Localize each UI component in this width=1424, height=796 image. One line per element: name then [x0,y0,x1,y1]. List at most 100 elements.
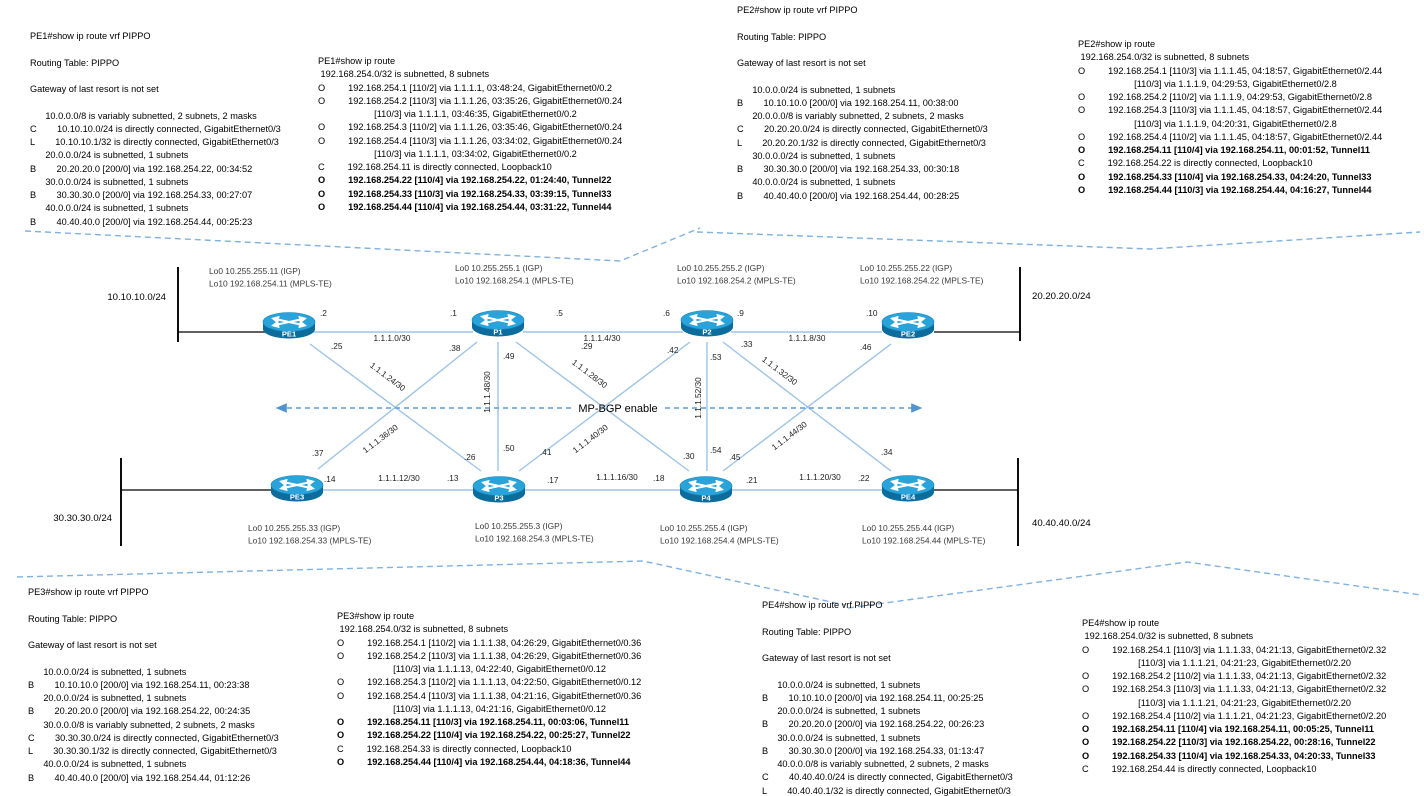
link-line [515,341,690,472]
console-line: 192.168.254.0/32 is subnetted, 8 subnets [1082,631,1254,642]
console-line [28,599,279,612]
port-label: .9 [737,308,744,318]
console-line: 10.0.0.0/24 is subnetted, 1 subnets [762,679,921,690]
net-label: 1.1.1.16/30 [596,472,638,482]
pe2-vrf-table: PE2#show ip route vrf PIPPO Routing Tabl… [737,4,988,203]
port-label: .33 [741,339,753,349]
leader-dashed-curve [24,227,701,262]
port-label: .46 [860,342,872,352]
leader-dashed-curve [847,561,1422,609]
console-line: C 192.168.254.22 is directly connected, … [1078,158,1313,169]
router-icon-p1[interactable]: P1 [471,310,525,337]
console-line: [110/3] via 1.1.1.13, 04:22:40, GigabitE… [337,664,606,674]
console-line: O 192.168.254.3 [110/2] via 1.1.1.26, 03… [318,122,623,133]
router-icon-p2[interactable]: P2 [680,310,734,337]
console-line: Routing Table: PIPPO [762,626,852,637]
console-line: [110/3] via 1.1.1.1, 03:46:35, GigabitEt… [318,109,577,119]
console-line: Gateway of last resort is not set [28,640,157,650]
console-line: B 30.30.30.0 [200/0] via 192.168.254.33,… [762,745,985,756]
router-arrows-icon [689,313,725,327]
pe1-route-table: PE1#show ip route 192.168.254.0/32 is su… [318,55,622,214]
console-line [30,43,281,56]
console-line: 10.0.0.0/8 is variably subnetted, 2 subn… [30,110,257,121]
console-line: B 40.40.40.0 [200/0] via 192.168.254.44,… [28,772,251,783]
port-label: .38 [449,343,461,353]
console-line: PE3#show ip route vrf PIPPO [28,587,149,597]
console-line: B 30.30.30.0 [200/0] via 192.168.254.33,… [30,190,253,200]
router-arrows-icon [890,315,926,329]
lan-label: 40.40.40.0/24 [1032,518,1091,529]
router-icon-pe2[interactable]: PE2 [881,312,935,339]
console-line: [110/3] via 1.1.1.9, 04:20:31, GigabitEt… [1078,118,1337,129]
port-label: .49 [503,351,515,361]
console-line: O 192.168.254.22 [110/4] via 192.168.254… [318,175,612,186]
console-line: L 30.30.30.1/32 is directly connected, G… [28,746,277,756]
console-line: B 10.10.10.0 [200/0] via 192.168.254.11,… [737,97,959,108]
link-line [722,343,892,472]
net-label: 1.1.1.48/30 [482,371,492,413]
pe4-vrf-table: PE4#show ip route vrf PIPPO Routing Tabl… [762,599,1013,796]
console-line: Routing Table: PIPPO [30,57,120,68]
console-line [28,652,279,665]
console-line: O 192.168.254.2 [110/3] via 1.1.1.26, 03… [318,95,623,106]
console-line: C 20.20.20.0/24 is directly connected, G… [737,124,988,135]
console-line: C 30.30.30.0/24 is directly connected, G… [28,732,279,743]
loopback-label: Lo0 10.255.255.4 (IGP) [660,523,748,533]
router-icon-p4[interactable]: P4 [679,476,733,503]
net-label: 1.1.1.8/30 [789,333,826,343]
loopback-label: Lo10 192.168.254.2 (MPLS-TE) [677,276,796,286]
loopback-label: Lo10 192.168.254.11 (MPLS-TE) [209,279,332,289]
console-line: B 10.10.10.0 [200/0] via 192.168.254.11,… [28,679,250,690]
console-line: O 192.168.254.11 [110/3] via 192.168.254… [337,717,629,727]
console-line: B 40.40.40.0 [200/0] via 192.168.254.44,… [737,190,960,201]
port-label: .5 [556,308,563,318]
console-line: PE4#show ip route [1082,618,1160,628]
console-line: O 192.168.254.3 [110/2] via 1.1.1.13, 04… [337,677,642,688]
net-label: 1.1.1.0/30 [374,333,411,343]
loopback-label: Lo10 192.168.254.4 (MPLS-TE) [660,536,779,546]
console-line: 20.0.0.0/8 is variably subnetted, 2 subn… [737,111,964,121]
console-line: B 20.20.20.0 [200/0] via 192.168.254.22,… [28,706,251,717]
port-label: .50 [503,443,515,453]
link-line [518,341,691,472]
lan-label: 20.20.20.0/24 [1032,291,1091,302]
console-line: O 192.168.254.11 [110/4] via 192.168.254… [1078,145,1370,155]
console-line: O 192.168.254.1 [110/2] via 1.1.1.1, 03:… [318,82,613,93]
port-label: .41 [540,447,552,457]
console-line: C 10.10.10.0/24 is directly connected, G… [30,123,281,134]
console-line: 30.0.0.0/24 is subnetted, 1 subnets [762,732,921,743]
port-label: .25 [331,341,343,351]
console-line: B 30.30.30.0 [200/0] via 192.168.254.33,… [737,164,960,174]
router-icon-p3[interactable]: P3 [472,476,526,503]
router-icon-pe1[interactable]: PE1 [262,312,316,339]
console-line: O 192.168.254.3 [110/3] via 1.1.1.45, 04… [1078,105,1383,116]
port-label: .37 [312,448,324,458]
console-line: O 192.168.254.2 [110/3] via 1.1.1.38, 04… [337,650,642,661]
console-line [762,612,1013,625]
loopback-label: Lo0 10.255.255.3 (IGP) [475,521,563,531]
router-icon-pe3[interactable]: PE3 [270,475,324,502]
lan-label: 30.30.30.0/24 [53,513,112,524]
loopback-label: Lo0 10.255.255.44 (IGP) [862,523,954,533]
console-line: O 192.168.254.1 [110/3] via 1.1.1.45, 04… [1078,65,1383,76]
router-icon-pe4[interactable]: PE4 [881,475,935,502]
port-label: .26 [464,452,476,462]
console-line: L 40.40.40.1/32 is directly connected, G… [762,785,1011,796]
port-label: .14 [324,474,336,484]
loopback-label: Lo10 192.168.254.1 (MPLS-TE) [455,276,574,286]
net-label: 1.1.1.52/30 [693,377,703,419]
console-line: O 192.168.254.1 [110/3] via 1.1.1.33, 04… [1082,644,1387,655]
lan-label: 10.10.10.0/24 [107,292,166,303]
port-label: .1 [450,308,457,318]
console-line: [110/3] via 1.1.1.21, 04:21:23, GigabitE… [1082,697,1351,708]
console-line: B 10.10.10.0 [200/0] via 192.168.254.11,… [762,692,984,703]
loopback-label: Lo0 10.255.255.33 (IGP) [248,523,340,533]
console-line: 10.0.0.0/24 is subnetted, 1 subnets [737,84,896,95]
loopback-label: Lo10 192.168.254.33 (MPLS-TE) [248,536,372,546]
port-label: .22 [858,473,870,483]
console-line: B 40.40.40.0 [200/0] via 192.168.254.44,… [30,216,253,227]
console-line: O 192.168.254.44 [110/3] via 192.168.254… [1078,184,1372,195]
link-line [722,341,892,472]
pe3-vrf-table: PE3#show ip route vrf PIPPO Routing Tabl… [28,586,279,785]
